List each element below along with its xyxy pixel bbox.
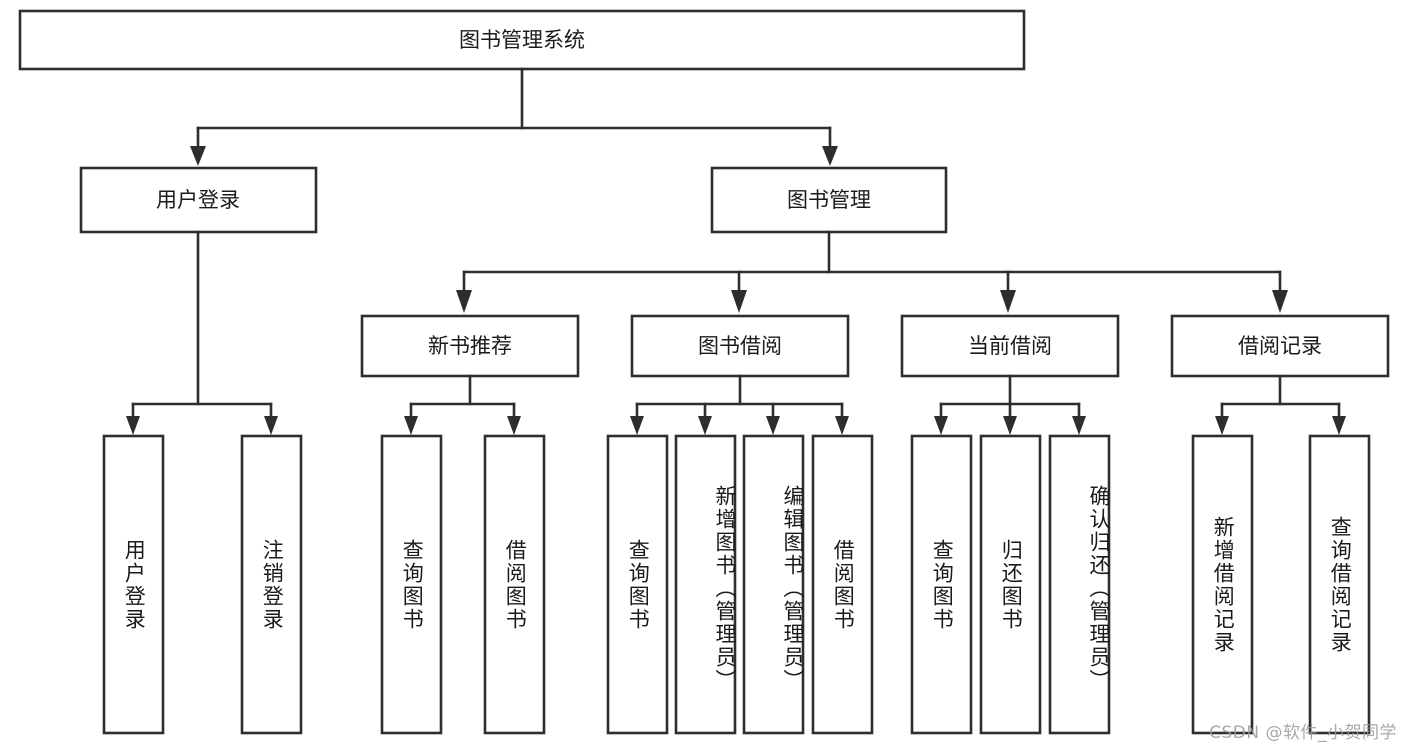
leaf-boxes-book-borrow [606, 434, 874, 735]
connector-current-borrow-to-leaves [934, 374, 1086, 435]
arrow-head-book-borrow [731, 290, 747, 313]
connector-book-borrow-to-leaves [630, 374, 849, 435]
leaf-box[interactable] [240, 434, 303, 735]
leaf-box[interactable] [483, 434, 546, 735]
leaf-box[interactable] [979, 434, 1042, 735]
connector-borrow-record-to-leaves [1215, 374, 1346, 435]
book-borrow-label: 图书借阅 [698, 334, 782, 358]
borrow-record-box[interactable] [1170, 314, 1390, 378]
current-borrow-label: 当前借阅 [968, 334, 1052, 358]
arrow-head-leaf-bb-1 [630, 416, 644, 435]
node-new-book-recommend[interactable]: 新书推荐 [360, 314, 580, 378]
arrow-head-borrow-record [1272, 290, 1288, 313]
csdn-watermark: CSDN @软件_小贺同学 [1209, 723, 1397, 743]
node-current-borrow[interactable]: 当前借阅 [900, 314, 1120, 378]
book-borrow-box[interactable] [630, 314, 850, 378]
arrow-head-book-manage [822, 146, 838, 166]
arrow-head-current-borrow [1000, 290, 1016, 313]
leaf-box[interactable] [674, 434, 737, 735]
node-book-borrow[interactable]: 图书借阅 [630, 314, 850, 378]
arrow-head-leaf-nb-2 [507, 416, 521, 435]
root-box[interactable] [18, 9, 1026, 71]
arrow-head-leaf-bb-3 [766, 416, 780, 435]
node-book-manage[interactable]: 图书管理 [710, 166, 948, 234]
leaf-boxes-borrow-record [1191, 434, 1371, 735]
new-book-recommend-box[interactable] [360, 314, 580, 378]
borrow-record-label: 借阅记录 [1238, 334, 1322, 358]
leaf-boxes-current-borrow [910, 434, 1111, 735]
arrow-head-leaf-logout [264, 416, 278, 435]
new-book-recommend-label: 新书推荐 [428, 334, 512, 358]
book-manage-label: 图书管理 [787, 188, 871, 212]
user-login-label: 用户登录 [156, 188, 240, 212]
leaf-box[interactable] [1048, 434, 1111, 735]
book-manage-box[interactable] [710, 166, 948, 234]
leaf-box[interactable] [742, 434, 805, 735]
leaf-box[interactable] [1191, 434, 1254, 735]
leaf-box[interactable] [606, 434, 669, 735]
node-borrow-record[interactable]: 借阅记录 [1170, 314, 1390, 378]
arrow-head-user-login [190, 146, 206, 166]
node-root[interactable]: 图书管理系统 [18, 9, 1026, 71]
arrow-head-leaf-bb-2 [698, 416, 712, 435]
current-borrow-box[interactable] [900, 314, 1120, 378]
leaf-box[interactable] [1308, 434, 1371, 735]
leaf-boxes-user-login [102, 434, 303, 735]
leaf-box[interactable] [102, 434, 165, 735]
arrow-head-leaf-nb-1 [404, 416, 418, 435]
leaf-box[interactable] [910, 434, 973, 735]
leaf-box[interactable] [811, 434, 874, 735]
connector-book-manage-to-level3 [456, 230, 1288, 313]
leaf-boxes-new-book-recommend [380, 434, 546, 735]
arrow-head-leaf-br-1 [1215, 416, 1229, 435]
arrow-head-leaf-cb-1 [934, 416, 948, 435]
root-label: 图书管理系统 [459, 28, 585, 52]
connector-new-book-to-leaves [404, 374, 521, 435]
arrow-head-leaf-cb-2 [1003, 416, 1017, 435]
connector-root-to-level2 [190, 67, 838, 166]
arrow-head-leaf-br-2 [1332, 416, 1346, 435]
connector-user-login-to-leaves [126, 230, 278, 435]
arrow-head-leaf-bb-4 [835, 416, 849, 435]
leaf-box[interactable] [380, 434, 443, 735]
arrow-head-leaf-user-login [126, 416, 140, 435]
arrow-head-leaf-cb-3 [1072, 416, 1086, 435]
arrow-head-new-book [456, 290, 472, 313]
node-user-login[interactable]: 用户登录 [79, 166, 318, 234]
